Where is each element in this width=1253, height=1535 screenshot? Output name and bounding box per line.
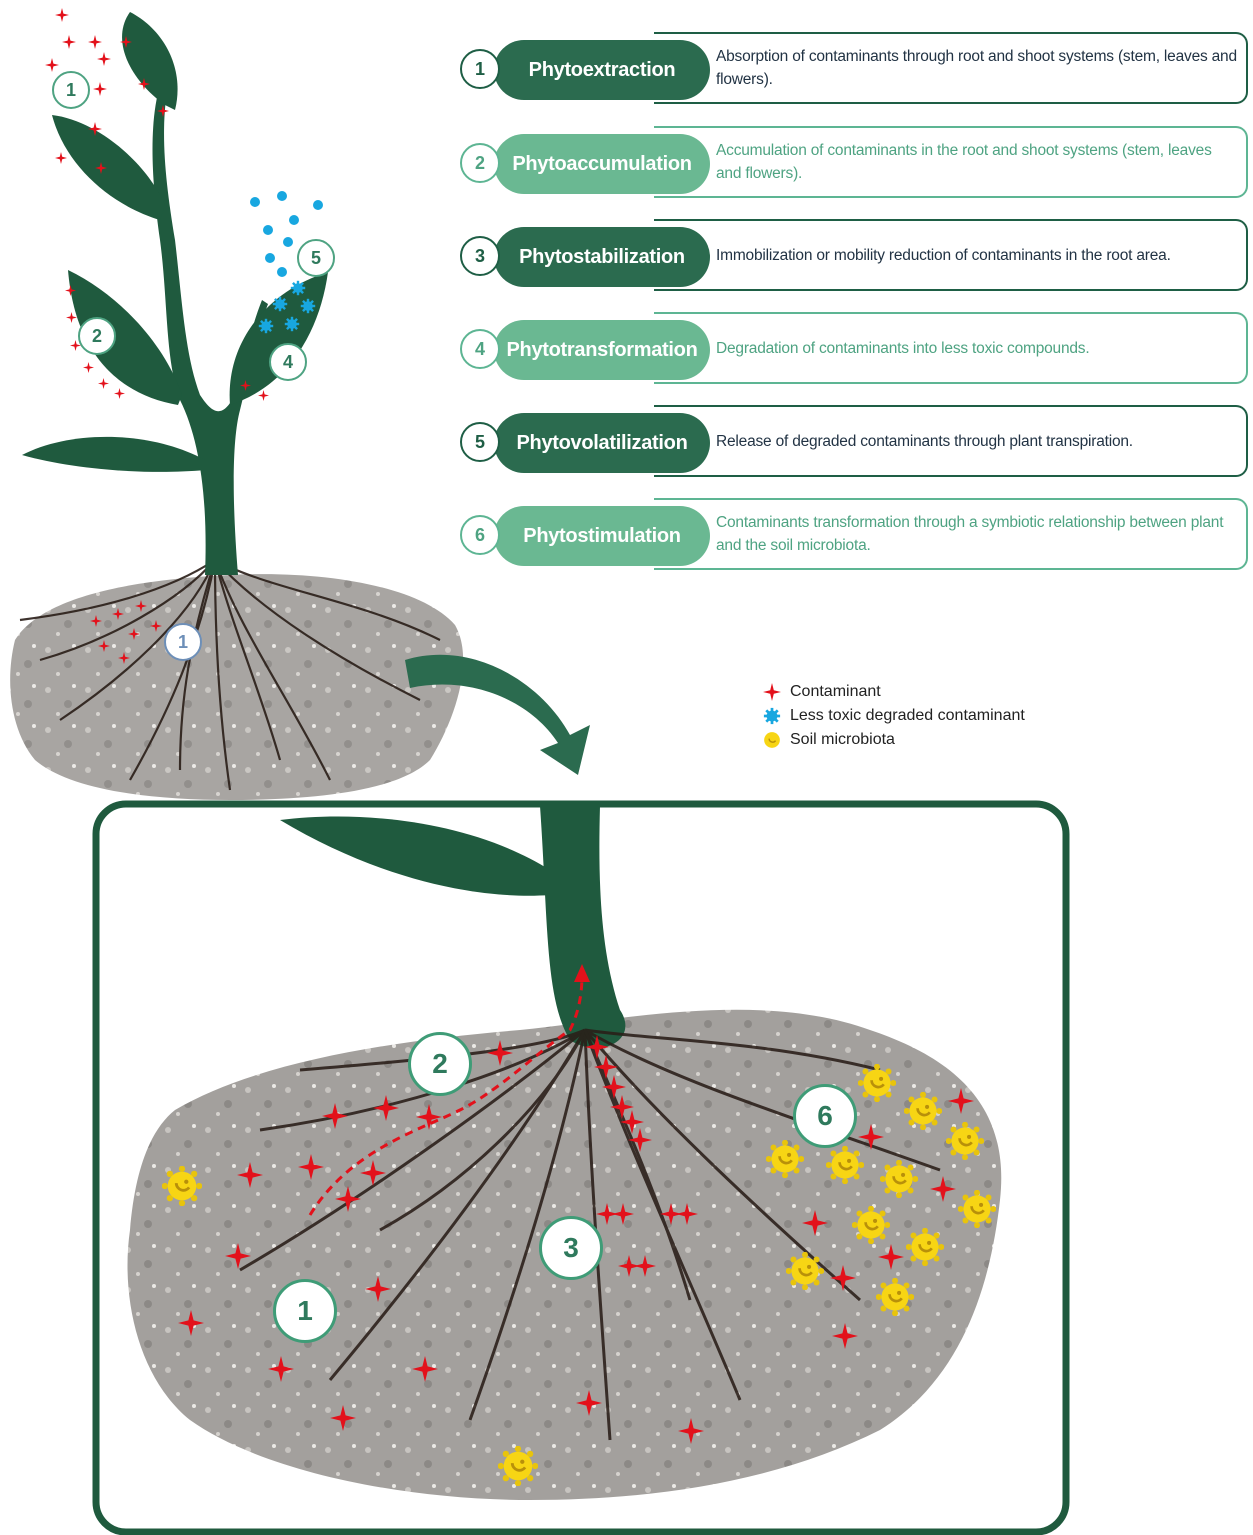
legend-label: Less toxic degraded contaminant — [790, 707, 1025, 725]
process-number: 1 — [460, 49, 500, 89]
process-row-2: 2 Phytoaccumulation Accumulation of cont… — [458, 126, 1248, 200]
process-name: Phytostimulation — [494, 506, 710, 566]
legend-item-microbiota: Soil microbiota — [760, 728, 1025, 752]
legend-label: Contaminant — [790, 683, 881, 701]
process-description: Degradation of contaminants into less to… — [654, 312, 1248, 384]
badge-plant-5: 5 — [297, 239, 335, 277]
process-description: Contaminants transformation through a sy… — [654, 498, 1248, 570]
legend-label: Soil microbiota — [790, 731, 895, 749]
blue-gear-icon — [760, 707, 784, 725]
process-name: Phytoextraction — [494, 40, 710, 100]
process-name: Phytotransformation — [494, 320, 710, 380]
process-row-6: 6 Phytostimulation Contaminants transfor… — [458, 498, 1248, 572]
process-number: 4 — [460, 329, 500, 369]
yellow-microbe-icon — [760, 730, 784, 750]
leaf-upper-left — [52, 115, 165, 220]
process-number: 2 — [460, 143, 500, 183]
badge-zoom-3: 3 — [539, 1216, 603, 1280]
process-description: Immobilization or mobility reduction of … — [654, 219, 1248, 291]
legend-item-contaminant: Contaminant — [760, 680, 1025, 704]
process-description: Accumulation of contaminants in the root… — [654, 126, 1248, 198]
process-name: Phytovolatilization — [494, 413, 710, 473]
badge-plant-2: 2 — [78, 317, 116, 355]
badge-root-1: 1 — [164, 623, 202, 661]
process-row-4: 4 Phytotransformation Degradation of con… — [458, 312, 1248, 386]
badge-zoom-2: 2 — [408, 1032, 472, 1096]
badge-zoom-6: 6 — [793, 1084, 857, 1148]
process-row-3: 3 Phytostabilization Immobilization or m… — [458, 219, 1248, 293]
process-name: Phytoaccumulation — [494, 134, 710, 194]
process-row-5: 5 Phytovolatilization Release of degrade… — [458, 405, 1248, 479]
process-description: Release of degraded contaminants through… — [654, 405, 1248, 477]
process-description: Absorption of contaminants through root … — [654, 32, 1248, 104]
process-name: Phytostabilization — [494, 227, 710, 287]
badge-plant-1: 1 — [52, 71, 90, 109]
legend: Contaminant Less toxic degraded contamin… — [760, 680, 1025, 752]
legend-item-degraded: Less toxic degraded contaminant — [760, 704, 1025, 728]
red-star-icon — [760, 683, 784, 701]
leaf-left-lower — [22, 437, 205, 472]
process-number: 5 — [460, 422, 500, 462]
process-row-1: 1 Phytoextraction Absorption of contamin… — [458, 32, 1248, 106]
leaf-top — [122, 12, 178, 110]
process-number: 3 — [460, 236, 500, 276]
badge-plant-4: 4 — [269, 343, 307, 381]
process-number: 6 — [460, 515, 500, 555]
badge-zoom-1: 1 — [273, 1279, 337, 1343]
